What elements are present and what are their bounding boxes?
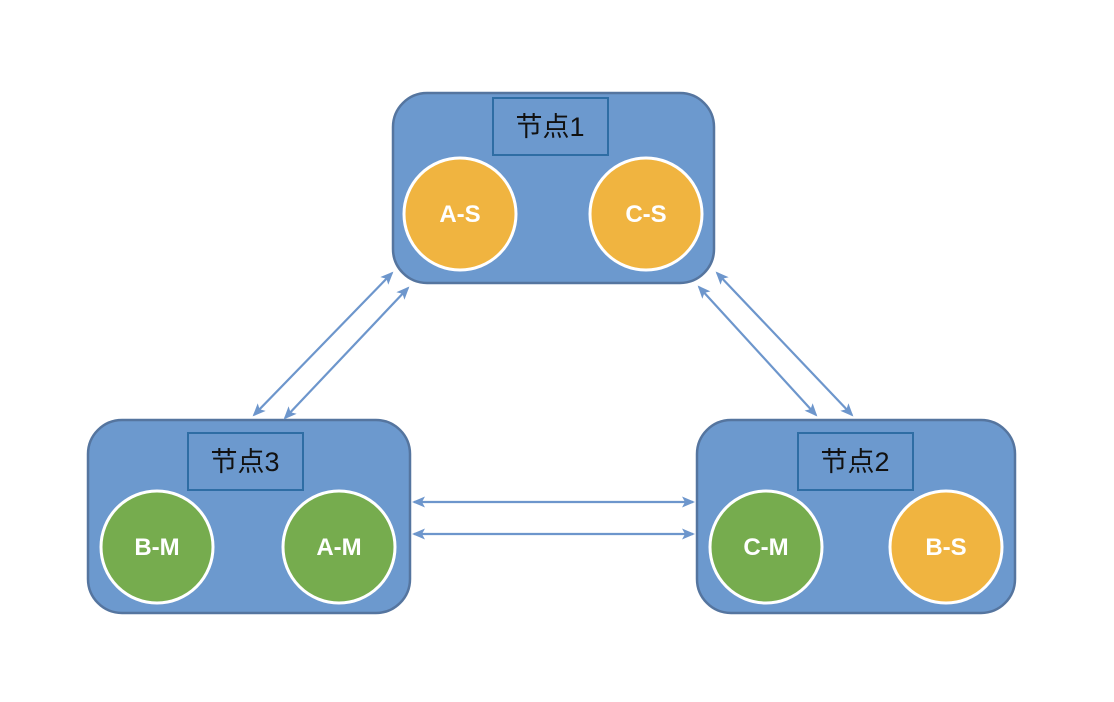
circle-a-s-label: A-S (439, 201, 480, 228)
circle-a-m-label: A-M (316, 534, 361, 561)
node-2: 节点2 C-M B-S (695, 418, 1017, 615)
node-1-label: 节点1 (515, 112, 584, 142)
circle-c-m (708, 489, 824, 605)
arrow-node1-node2-b (715, 271, 854, 417)
circle-a-s (402, 156, 518, 272)
circle-b-s (888, 489, 1004, 605)
arrow-node3-node1-b (283, 286, 410, 420)
circle-c-s (588, 156, 704, 272)
circle-c-s-label: C-S (625, 201, 666, 228)
arrow-node3-node1-a (252, 271, 394, 417)
node-3-label: 节点3 (210, 447, 279, 477)
node-2-label: 节点2 (820, 447, 889, 477)
circle-b-m-label: B-M (134, 534, 179, 561)
connection-node1-node2 (697, 271, 854, 417)
circle-c-m-label: C-M (743, 534, 788, 561)
circle-b-m (99, 489, 215, 605)
node-2-label-box (797, 432, 914, 491)
arrow-node1-node2-a (697, 285, 818, 417)
node-3: 节点3 B-M A-M (86, 418, 412, 615)
circle-b-s-label: B-S (925, 534, 966, 561)
connection-node3-node1 (252, 271, 410, 420)
node-3-label-box (187, 432, 304, 491)
node-1: 节点1 A-S C-S (391, 91, 716, 285)
circle-a-m (281, 489, 397, 605)
connection-node3-node2 (412, 496, 695, 540)
node-1-label-box (492, 97, 609, 156)
